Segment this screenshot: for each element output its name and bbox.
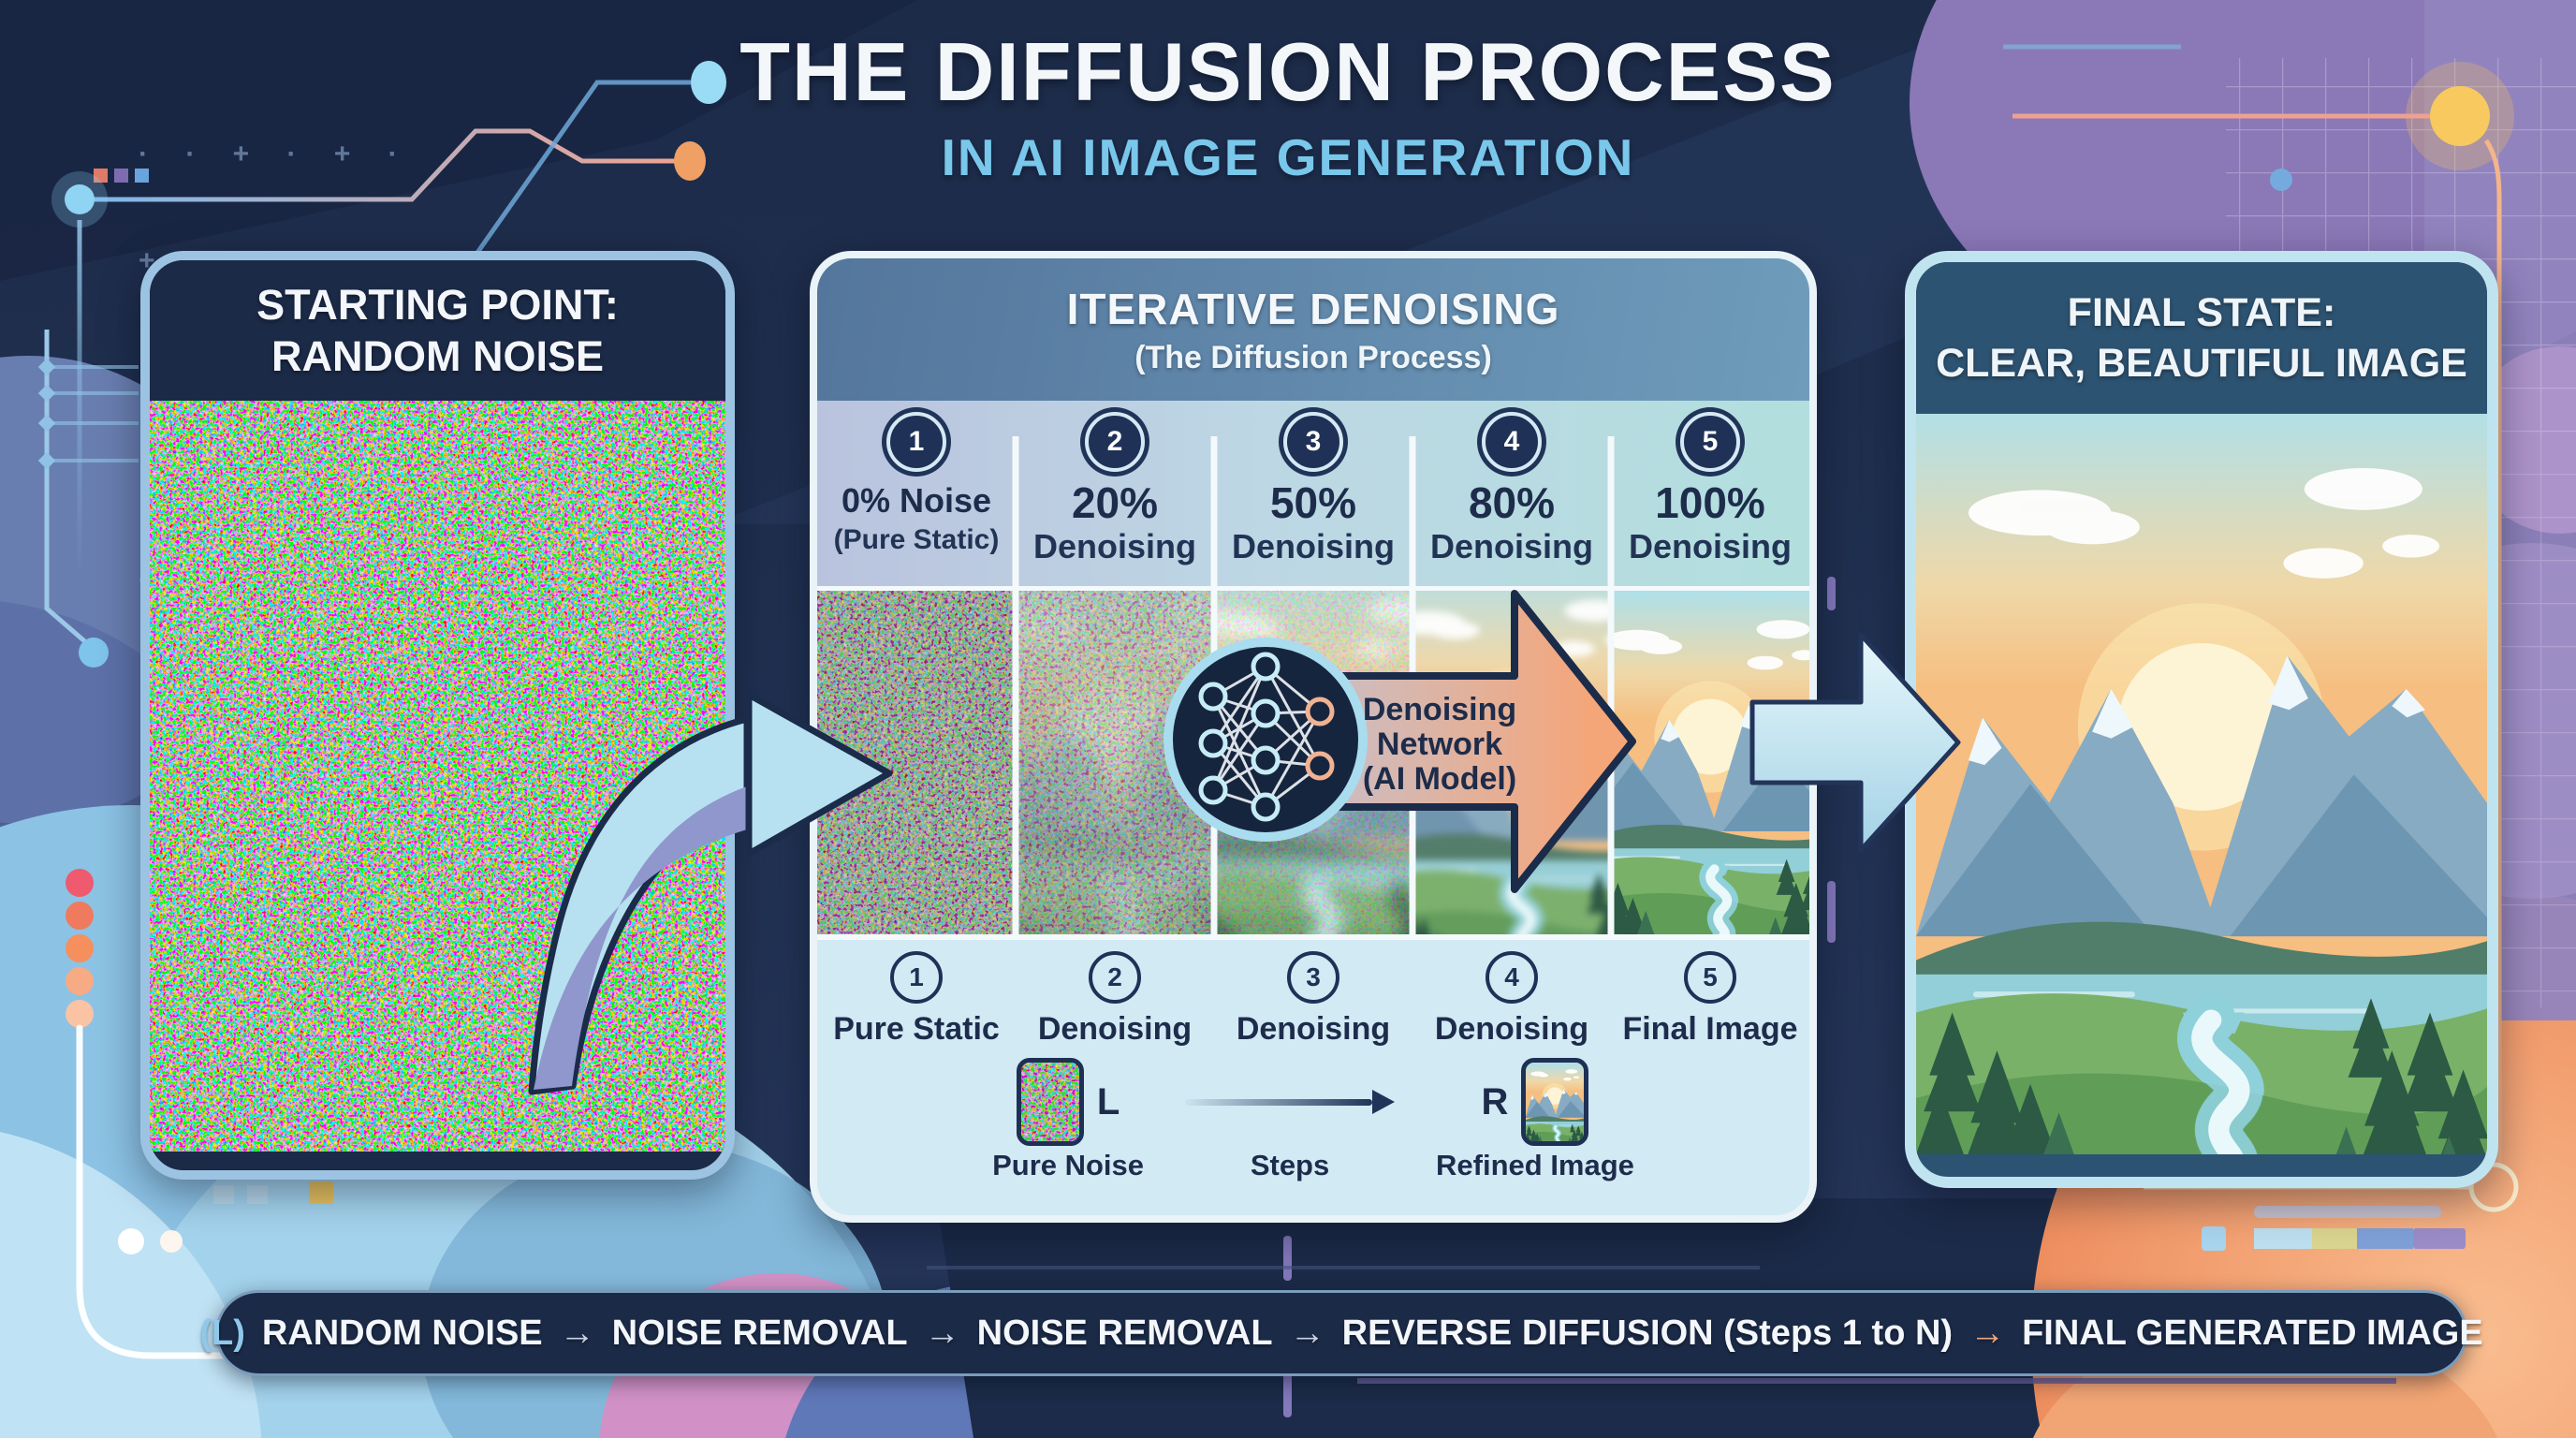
step-4: 4 80% Denoising xyxy=(1412,401,1611,586)
legend-refined-image: R Refined Image xyxy=(1436,1058,1634,1182)
legend-row: L Pure Noise Steps R xyxy=(817,1048,1809,1182)
step-2-number: 2 xyxy=(1085,412,1145,472)
iterative-denoising-subtitle: (The Diffusion Process) xyxy=(1134,339,1492,375)
stage-2-label: Denoising xyxy=(1037,1011,1193,1047)
step-1: 1 0% Noise (Pure Static) xyxy=(817,401,1016,586)
starting-point-header: STARTING POINT: RANDOM NOISE xyxy=(150,260,725,401)
step-1-sublabel: (Pure Static) xyxy=(833,524,1000,555)
step-2-label: 20% xyxy=(1071,478,1159,527)
step-3-label: 50% xyxy=(1269,478,1357,527)
network-label-line1: Denoising xyxy=(1362,692,1517,727)
stage-3: 3 Denoising xyxy=(1214,951,1412,1048)
stage-4: 4 Denoising xyxy=(1412,951,1611,1048)
flow-final-image: FINAL GENERATED IMAGE xyxy=(2022,1313,2483,1353)
main-subtitle: IN AI IMAGE GENERATION xyxy=(941,128,1635,186)
flow-arrow-icon: → xyxy=(924,1313,960,1353)
stage-label-row: 1 Pure Static 2 Denoising 3 Denoising 4 … xyxy=(817,940,1809,1048)
starting-point-panel: STARTING POINT: RANDOM NOISE xyxy=(140,251,735,1180)
step-4-sublabel: Denoising xyxy=(1429,527,1593,565)
stage-1-number: 1 xyxy=(890,951,943,1004)
strip-image-final xyxy=(1611,591,1809,934)
pure-noise-thumbnail xyxy=(1016,1058,1084,1146)
legend-steps: Steps xyxy=(1185,1061,1396,1182)
step-2: 2 20% Denoising xyxy=(1016,401,1214,586)
denoising-steps-row: 1 0% Noise (Pure Static) 2 20% Denoising… xyxy=(817,401,1809,586)
step-5-label: 100% xyxy=(1655,478,1765,527)
legend-right-marker: R xyxy=(1481,1080,1509,1123)
final-state-header: FINAL STATE: CLEAR, BEAUTIFUL IMAGE xyxy=(1916,262,2487,414)
stage-1: 1 Pure Static xyxy=(817,951,1016,1048)
step-4-label: 80% xyxy=(1468,478,1556,527)
starting-point-title-line1: STARTING POINT: xyxy=(256,281,619,329)
network-label-line3: (AI Model) xyxy=(1362,761,1517,797)
process-flow-bar: (L) RANDOM NOISE → NOISE REMOVAL → NOISE… xyxy=(199,1290,2483,1376)
final-landscape-image xyxy=(1916,414,2487,1154)
stage-summary-zone: 1 Pure Static 2 Denoising 3 Denoising 4 … xyxy=(817,934,1809,1205)
stage-5-label: Final Image xyxy=(1622,1011,1798,1047)
stage-1-label: Pure Static xyxy=(833,1011,1000,1047)
step-3-number: 3 xyxy=(1283,412,1343,472)
stage-3-number: 3 xyxy=(1287,951,1339,1004)
pure-noise-label: Pure Noise xyxy=(992,1149,1145,1181)
step-5: 5 100% Denoising xyxy=(1611,401,1809,586)
plus-row: · · + · + · xyxy=(139,139,413,169)
flow-arrow-icon: → xyxy=(1289,1313,1325,1353)
stage-5: 5 Final Image xyxy=(1611,951,1809,1048)
starting-point-title-line2: RANDOM NOISE xyxy=(271,332,604,380)
stage-2: 2 Denoising xyxy=(1016,951,1214,1048)
step-1-number: 1 xyxy=(886,412,946,472)
final-state-title-line2: CLEAR, BEAUTIFUL IMAGE xyxy=(1936,341,2467,386)
final-state-panel: FINAL STATE: CLEAR, BEAUTIFUL IMAGE xyxy=(1905,251,2498,1188)
flow-arrow-icon: → xyxy=(559,1313,595,1353)
flow-random-noise: RANDOM NOISE xyxy=(261,1313,543,1353)
stage-2-number: 2 xyxy=(1089,951,1141,1004)
flow-left-marker: (L) xyxy=(199,1313,245,1353)
steps-label: Steps xyxy=(1250,1149,1330,1181)
refined-image-label: Refined Image xyxy=(1436,1149,1634,1181)
step-3-sublabel: Denoising xyxy=(1231,527,1395,565)
strip-image-20pct xyxy=(1016,591,1214,934)
step-1-label: 0% Noise xyxy=(841,481,992,520)
final-state-title-line1: FINAL STATE: xyxy=(2067,290,2336,335)
stage-3-label: Denoising xyxy=(1236,1011,1391,1047)
step-4-number: 4 xyxy=(1482,412,1542,472)
iterative-denoising-title: ITERATIVE DENOISING xyxy=(1066,284,1560,333)
flow-reverse-diffusion: REVERSE DIFFUSION (Steps 1 to N) xyxy=(1341,1313,1954,1353)
refined-image-thumbnail xyxy=(1521,1058,1589,1146)
flow-noise-removal-2: NOISE REMOVAL xyxy=(976,1313,1273,1353)
network-label-line2: Network xyxy=(1376,726,1503,762)
random-noise-image xyxy=(150,401,725,1152)
steps-arrow xyxy=(1185,1061,1396,1143)
step-5-sublabel: Denoising xyxy=(1628,527,1792,565)
iterative-denoising-header: ITERATIVE DENOISING (The Diffusion Proce… xyxy=(817,258,1809,401)
step-5-number: 5 xyxy=(1680,412,1740,472)
iterative-denoising-panel: ITERATIVE DENOISING (The Diffusion Proce… xyxy=(810,251,1817,1223)
stage-5-number: 5 xyxy=(1684,951,1736,1004)
stage-4-label: Denoising xyxy=(1434,1011,1589,1047)
main-title: THE DIFFUSION PROCESS xyxy=(739,25,1837,118)
step-3: 3 50% Denoising xyxy=(1214,401,1412,586)
flow-noise-removal-1: NOISE REMOVAL xyxy=(611,1313,908,1353)
strip-image-pure-noise xyxy=(817,591,1016,934)
legend-pure-noise: L Pure Noise xyxy=(992,1058,1145,1182)
denoising-network-label: Denoising Network (AI Model) xyxy=(1340,693,1539,797)
stage-4-number: 4 xyxy=(1486,951,1538,1004)
legend-left-marker: L xyxy=(1096,1080,1120,1123)
step-2-sublabel: Denoising xyxy=(1032,527,1196,565)
denoising-progress-strip xyxy=(817,586,1809,934)
flow-arrow-orange-icon: → xyxy=(1969,1313,2006,1353)
